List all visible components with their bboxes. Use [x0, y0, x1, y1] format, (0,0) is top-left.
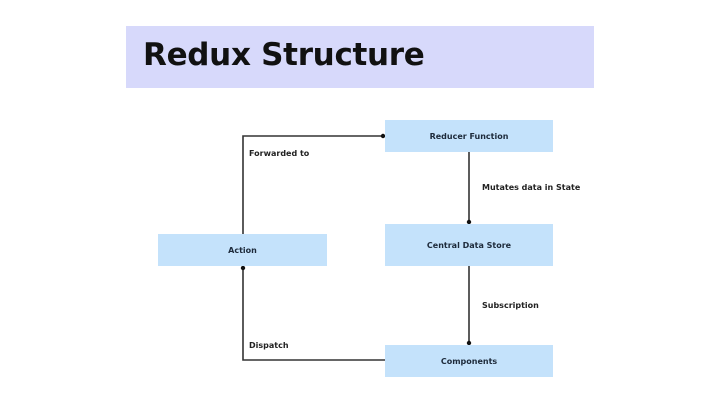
node-reducer-function: Reducer Function: [385, 120, 553, 152]
arrowhead-mutates: [466, 219, 472, 225]
node-action: Action: [158, 234, 327, 266]
arrowhead-forwarded-to: [380, 133, 386, 139]
title-banner: Redux Structure: [126, 26, 594, 88]
label-dispatch: Dispatch: [249, 341, 289, 350]
label-subscription: Subscription: [482, 301, 539, 310]
page-title: Redux Structure: [143, 37, 425, 73]
arrowhead-dispatch: [240, 265, 246, 271]
node-central-data-store: Central Data Store: [385, 224, 553, 266]
edge-dispatch: [242, 269, 385, 361]
label-forwarded-to: Forwarded to: [249, 149, 310, 158]
edge-forwarded-to: [242, 135, 381, 234]
label-mutates-data: Mutates data in State: [482, 183, 581, 192]
arrowhead-subscription: [466, 340, 472, 346]
node-components: Components: [385, 345, 553, 377]
